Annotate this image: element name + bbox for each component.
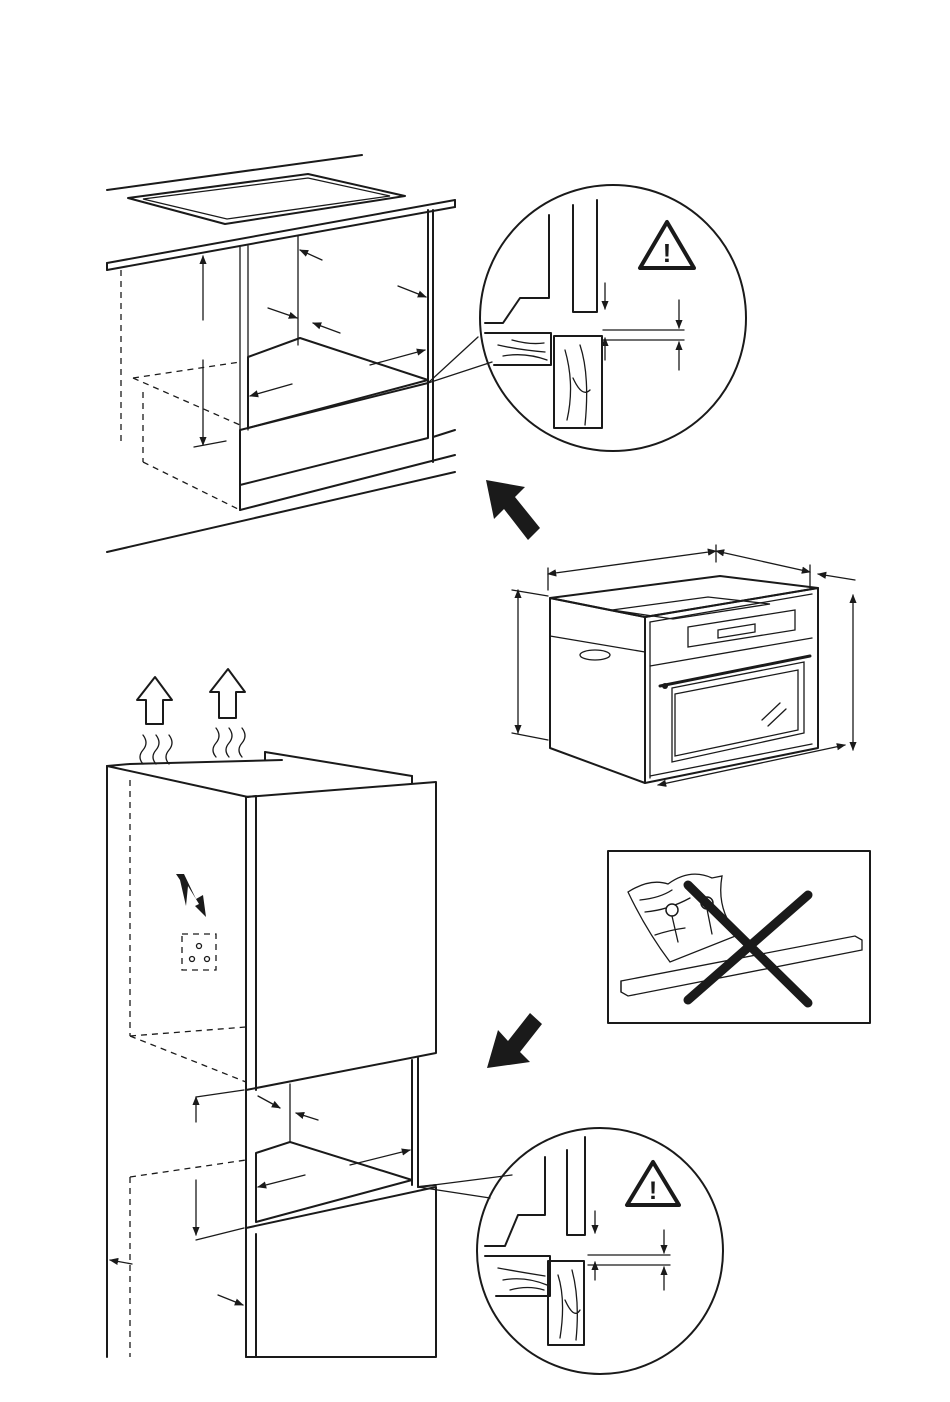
- tall-cabinet-figure: [107, 669, 512, 1357]
- no-screws-figure: [608, 851, 870, 1023]
- inner-right-arrow: [313, 323, 340, 333]
- direction-arrow-up-left-icon: [486, 480, 540, 540]
- warning-triangle-icon: !: [640, 222, 694, 268]
- niche-width-right-arrow: [370, 350, 425, 365]
- prohibited-cross-icon: [688, 885, 808, 1003]
- width-right-arrow: [398, 286, 426, 297]
- bottom-detail-zoom: !: [477, 1128, 723, 1374]
- socket-outline: [182, 934, 216, 970]
- electrical-hazard-icon: [176, 874, 216, 970]
- inner-left-arrow: [268, 308, 297, 318]
- direction-arrow-down-left-icon: [487, 1013, 542, 1068]
- top-detail-zoom: !: [480, 185, 746, 451]
- niche-width-left-arrow: [250, 384, 292, 396]
- warning-symbol: !: [649, 1177, 657, 1205]
- depth-arrow: [300, 250, 322, 260]
- ventilation-arrow-right-icon: [210, 669, 245, 757]
- warning-triangle-icon: !: [627, 1162, 679, 1205]
- oven-dimensions-figure: [512, 545, 855, 785]
- under-counter-cabinet-figure: [107, 155, 492, 552]
- ventilation-arrow-left-icon: [137, 677, 172, 764]
- warning-symbol: !: [663, 238, 672, 268]
